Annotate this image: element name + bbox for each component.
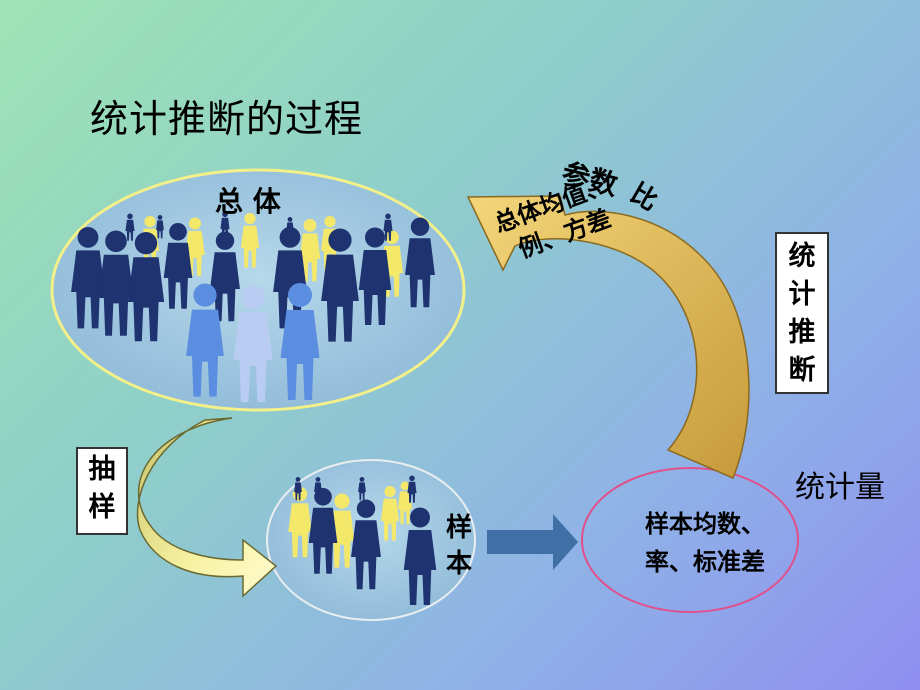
sample-char-1: 样: [445, 513, 472, 543]
statistic-text: 样本均数、 率、标准差: [590, 505, 820, 581]
sampling-char-2: 样: [88, 492, 116, 523]
statistic-line1: 样本均数、: [645, 510, 765, 538]
sampling-label-box: 抽 样: [76, 447, 128, 535]
sample-to-statistic-arrow-icon: [487, 514, 578, 570]
inference-char-1: 统: [788, 241, 816, 272]
statistic-line2: 率、标准差: [645, 548, 765, 576]
inference-char-4: 断: [788, 355, 816, 386]
slide-title: 统计推断的过程: [90, 97, 364, 141]
sampling-arrow-icon: [136, 417, 278, 598]
sampling-char-1: 抽: [88, 454, 116, 485]
statistic-heading: 统计量: [795, 470, 885, 505]
sample-label: 样 本: [442, 510, 476, 582]
inference-char-3: 推: [788, 317, 816, 348]
inference-char-2: 计: [788, 279, 816, 310]
population-label: 总 体: [215, 185, 281, 218]
statistic-ellipse: [581, 467, 799, 613]
inference-arrow-icon: [466, 195, 750, 479]
sample-char-2: 本: [445, 549, 472, 579]
inference-label-box: 统 计 推 断: [775, 232, 829, 394]
